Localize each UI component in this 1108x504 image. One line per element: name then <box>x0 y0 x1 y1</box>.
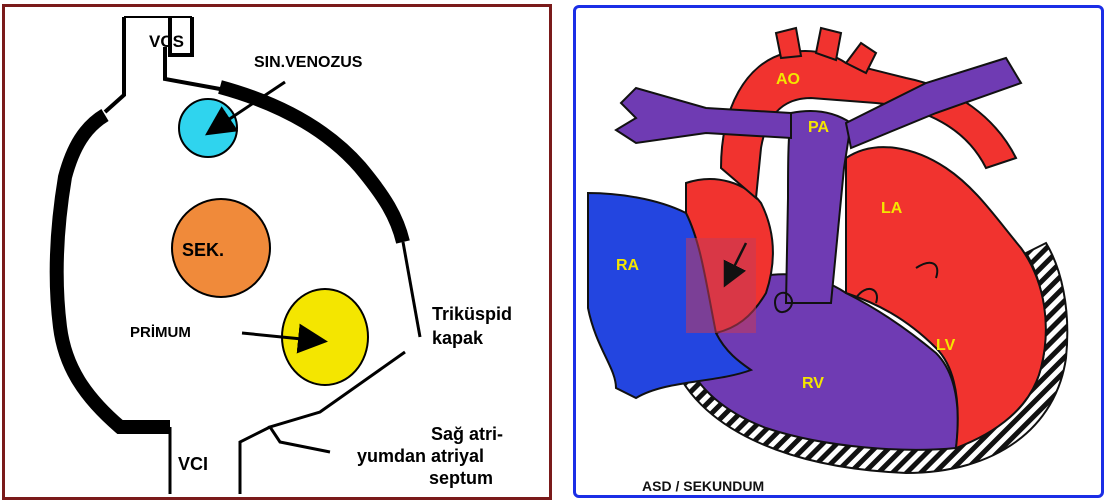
primum-label: PRİMUM <box>130 324 191 341</box>
vci-label: VCI <box>178 454 208 474</box>
trikuspid-label-line1: Triküspid <box>432 304 512 324</box>
atrium-left-wall <box>57 115 170 427</box>
ra-label: RA <box>616 257 640 274</box>
septum-label-line1: Sağ atri- <box>431 424 503 444</box>
sin-venozus-label: SIN.VENOZUS <box>254 54 363 71</box>
tricuspid-valve-line <box>403 242 420 337</box>
pa-label: PA <box>808 119 829 136</box>
septum-label-line2: yumdan atriyal <box>357 446 484 466</box>
septum-label-line3: septum <box>429 468 493 488</box>
la-label: LA <box>881 200 903 217</box>
right-diagram-panel: AO PA LA RA LV RV ASD / SEKUNDUM <box>573 5 1104 498</box>
ao-label: AO <box>776 71 800 88</box>
sinus-venosus-defect <box>179 99 237 157</box>
pulmonary-trunk <box>786 111 851 303</box>
lv-label: LV <box>936 337 956 354</box>
mixing-area <box>686 238 756 333</box>
asd-secundum-heart: AO PA LA RA LV RV ASD / SEKUNDUM <box>576 8 1101 495</box>
trikuspid-label-line2: kapak <box>432 328 484 348</box>
vcs-label: VCS <box>149 32 184 51</box>
asd-caption: ASD / SEKUNDUM <box>642 478 764 494</box>
left-diagram-panel: VCS SIN.VENOZUS SEK. PRİMUM Triküspid ka… <box>2 4 552 500</box>
rv-label: RV <box>802 375 824 392</box>
heart-septum-diagram: VCS SIN.VENOZUS SEK. PRİMUM Triküspid ka… <box>5 7 549 497</box>
sek-label: SEK. <box>182 240 224 260</box>
